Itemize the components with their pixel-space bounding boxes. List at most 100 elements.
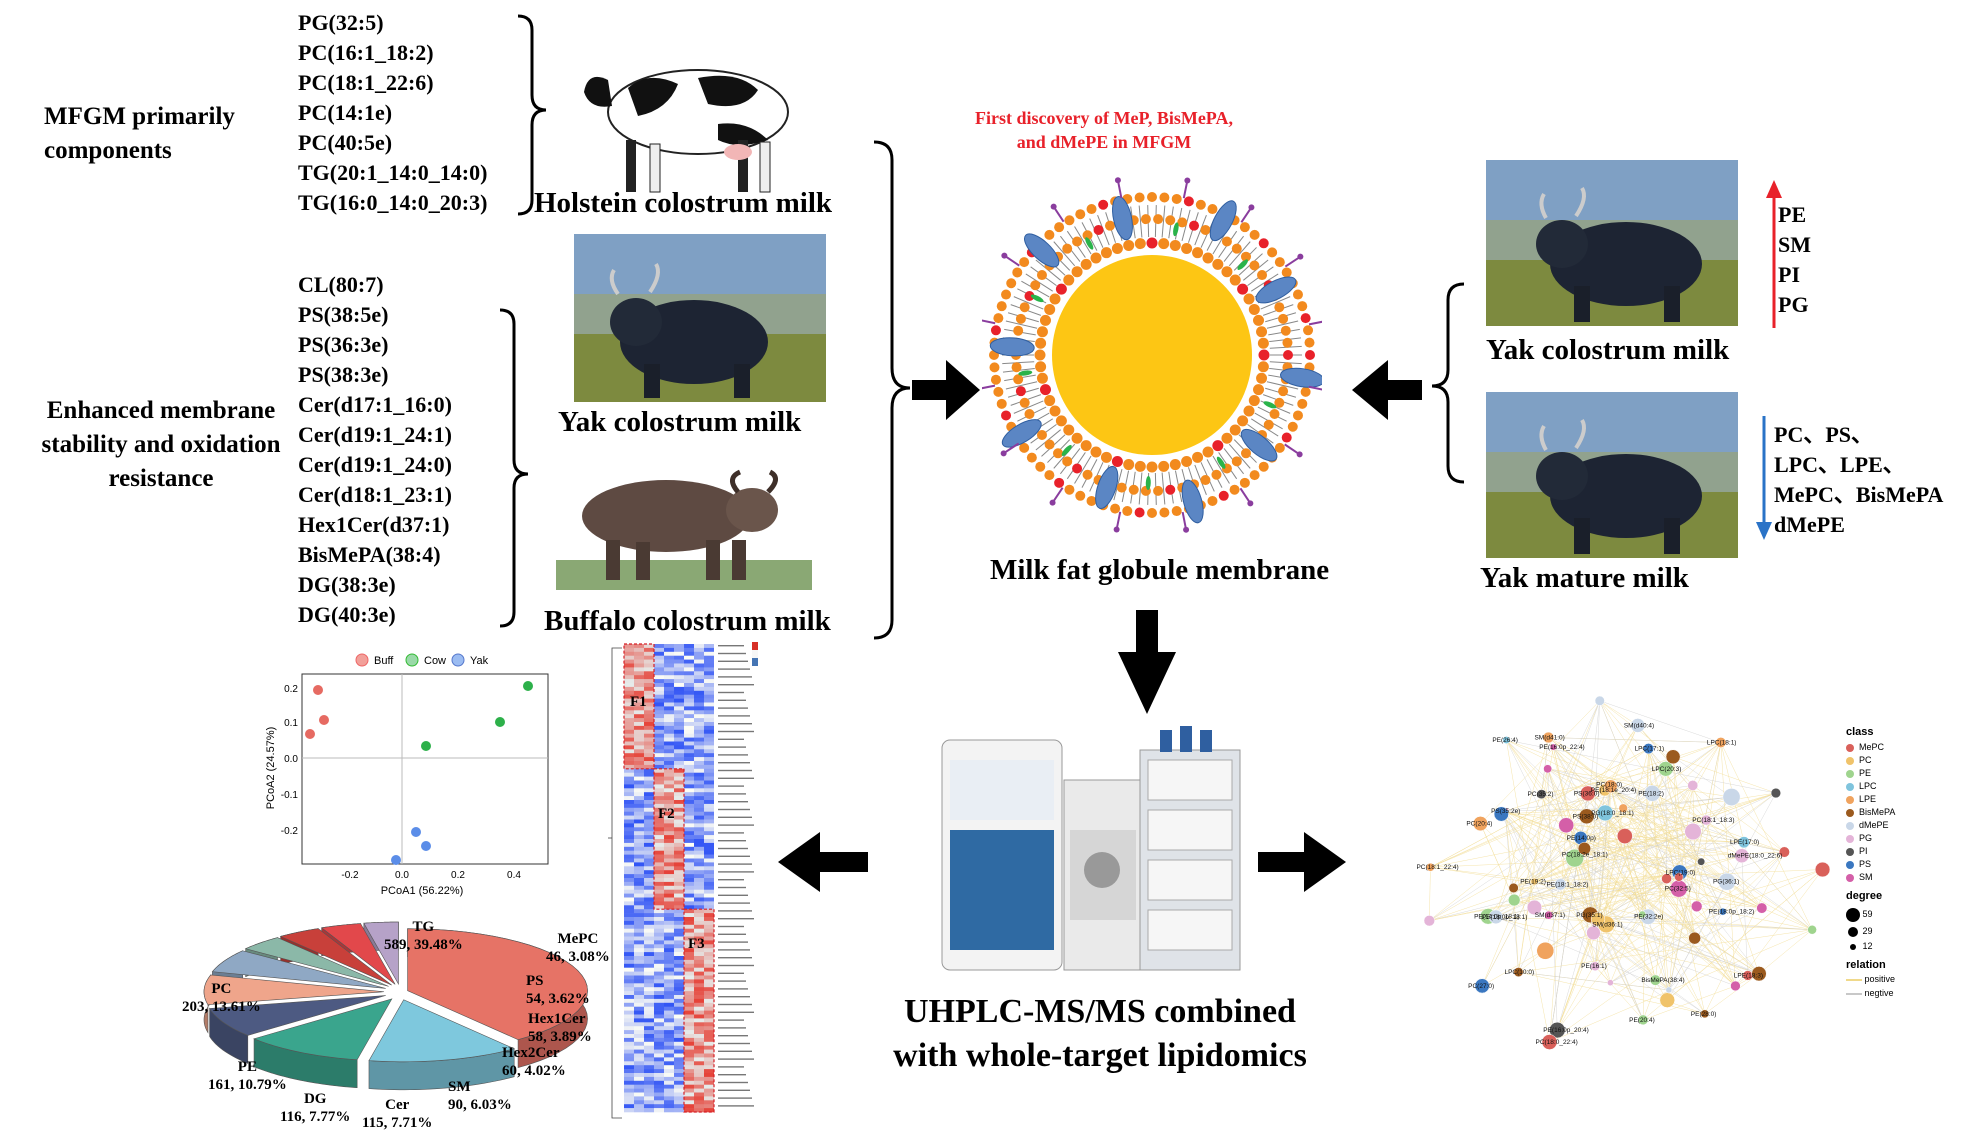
legend-class-item: BisMePA [1846,806,1895,819]
down-lipid: LPC、LPE、 [1774,452,1905,477]
legend-class-item: MePC [1846,741,1895,754]
network-node-label: PE(18:1_18:2) [1546,881,1588,888]
pie-label-sm: SM 90, 6.03% [448,1078,512,1114]
downregulated-lipids: PC、PS、 LPC、LPE、 MePC、BisMePA dMePE [1774,420,1943,540]
network-node [1700,1009,1710,1019]
network-node [1607,979,1614,986]
network-node-label: PG(36:1) [1713,879,1739,886]
yak-colostrum-image [574,234,826,402]
pie-label-value: 203, 13.61% [182,999,261,1015]
mfgm-components-heading: MFGM primarily components [44,100,235,168]
network-node-label: SM(d40:4) [1624,722,1654,729]
network-node [1508,882,1519,893]
legend-title-relation: relation [1846,959,1886,971]
network-node [1638,910,1647,919]
network-node [1649,974,1661,986]
lipid-heatmap [608,642,758,1119]
network-node-label: PC(27:0) [1468,983,1494,990]
network-node-label: PE(16:1) [1581,963,1607,970]
network-node-label: PC(32:5) [1665,886,1691,893]
network-node [1565,848,1584,868]
pie-label-value: 161, 10.79% [208,1077,287,1093]
lipid-item: PS(38:3e) [298,362,389,387]
network-node [1549,1021,1566,1039]
network-node-label: PE(14:0p) [1567,835,1596,842]
yak-mature-image [1486,392,1738,558]
network-node [1508,893,1521,907]
network-node [1661,873,1672,884]
network-node-label: BisMePA(38:4) [1641,977,1684,984]
pie-slice [407,928,588,1040]
pie-label-name: DG [303,1091,327,1107]
pie-label-cer: Cer 115, 7.71% [362,1096,432,1132]
class-dot-icon [1846,795,1854,804]
pie-slice [211,950,386,989]
network-node-label: PS(38:0) [1573,813,1599,820]
heading-line-2: stability and oxidation [41,431,281,458]
heading-line-3: resistance [108,465,214,492]
pie-label-name: PE [237,1059,257,1075]
network-node-label: PE(18:0p_18:2) [1709,909,1755,916]
holstein-cow-image [584,69,789,193]
network-node-label: LPC(19:0) [1666,869,1696,876]
lipid-item: TG(16:0_14:0_20:3) [298,190,488,215]
network-node [1578,808,1595,825]
lipid-item: Cer(d17:1_16:0) [298,392,452,417]
cluster-label-f1: F1 [630,694,647,710]
lipid-class-pie-chart [203,921,588,1091]
degree-value: 12 [1862,941,1873,951]
heading-line-2: components [44,137,172,164]
x-axis-label: PCoA1 (56.22%) [381,885,464,897]
network-node [1618,803,1628,813]
network-node [1488,909,1504,925]
bracket-mid-left [499,308,529,628]
network-node [1691,900,1703,913]
class-label: LPC [1859,781,1877,791]
network-node [1674,872,1684,882]
relation-line-icon [1846,992,1862,995]
up-lipid: SM [1778,232,1811,257]
arrow-right-icon [912,360,980,420]
network-node-label: PS(36:0) [1574,790,1600,797]
arrow-right-icon [1258,832,1346,892]
legend-class-item: LPC [1846,780,1895,793]
class-dot-icon [1846,769,1854,778]
network-node-label: PG(18:0_18:1) [1591,810,1634,817]
network-node-label: LPC(10:0) [1504,969,1534,976]
pie-slice [368,999,516,1063]
upregulated-lipids: PE SM PI PG [1778,200,1811,320]
arrow-up-red-icon [1766,180,1782,328]
class-label: LPE [1859,794,1877,804]
pie-slice [320,923,396,985]
pie-label-pe: PE 161, 10.79% [208,1058,287,1094]
pie-label-name: Cer [385,1097,410,1113]
network-node-label: PE(18:2) [1638,790,1664,797]
legend-class-item: PG [1846,832,1895,845]
legend-class-item: PC [1846,754,1895,767]
network-node [1513,967,1524,978]
network-node [1807,925,1817,935]
network-node-label: PE(16:0p_22:4) [1539,744,1585,751]
pie-slice [244,937,389,987]
network-node [1734,848,1750,864]
lipid-item: Cer(d19:1_24:1) [298,422,452,447]
lipid-correlation-network: PE(26:4)PE(20:4)PE(18:2)LPE(17:0)PE(14:0… [1416,695,1830,1050]
discovery-line-2: and dMePE in MFGM [1016,132,1192,152]
class-dot-icon [1846,860,1854,869]
class-label: BisMePA [1859,807,1896,817]
network-node [1643,743,1654,755]
class-label: PS [1859,859,1872,869]
class-dot-icon [1846,834,1854,843]
network-node-label: LPC(18:1) [1707,740,1737,747]
membrane-stability-heading: Enhanced membrane stability and oxidatio… [22,394,300,496]
network-node [1603,779,1618,794]
network-node [1423,915,1435,927]
lipid-item: PG(32:5) [298,10,384,35]
network-node [1737,836,1750,849]
cluster-label-f2: F2 [658,806,675,822]
class-label: SM [1859,872,1873,882]
class-dot-icon [1846,873,1854,882]
network-node [1543,764,1553,774]
network-node [1590,912,1606,927]
